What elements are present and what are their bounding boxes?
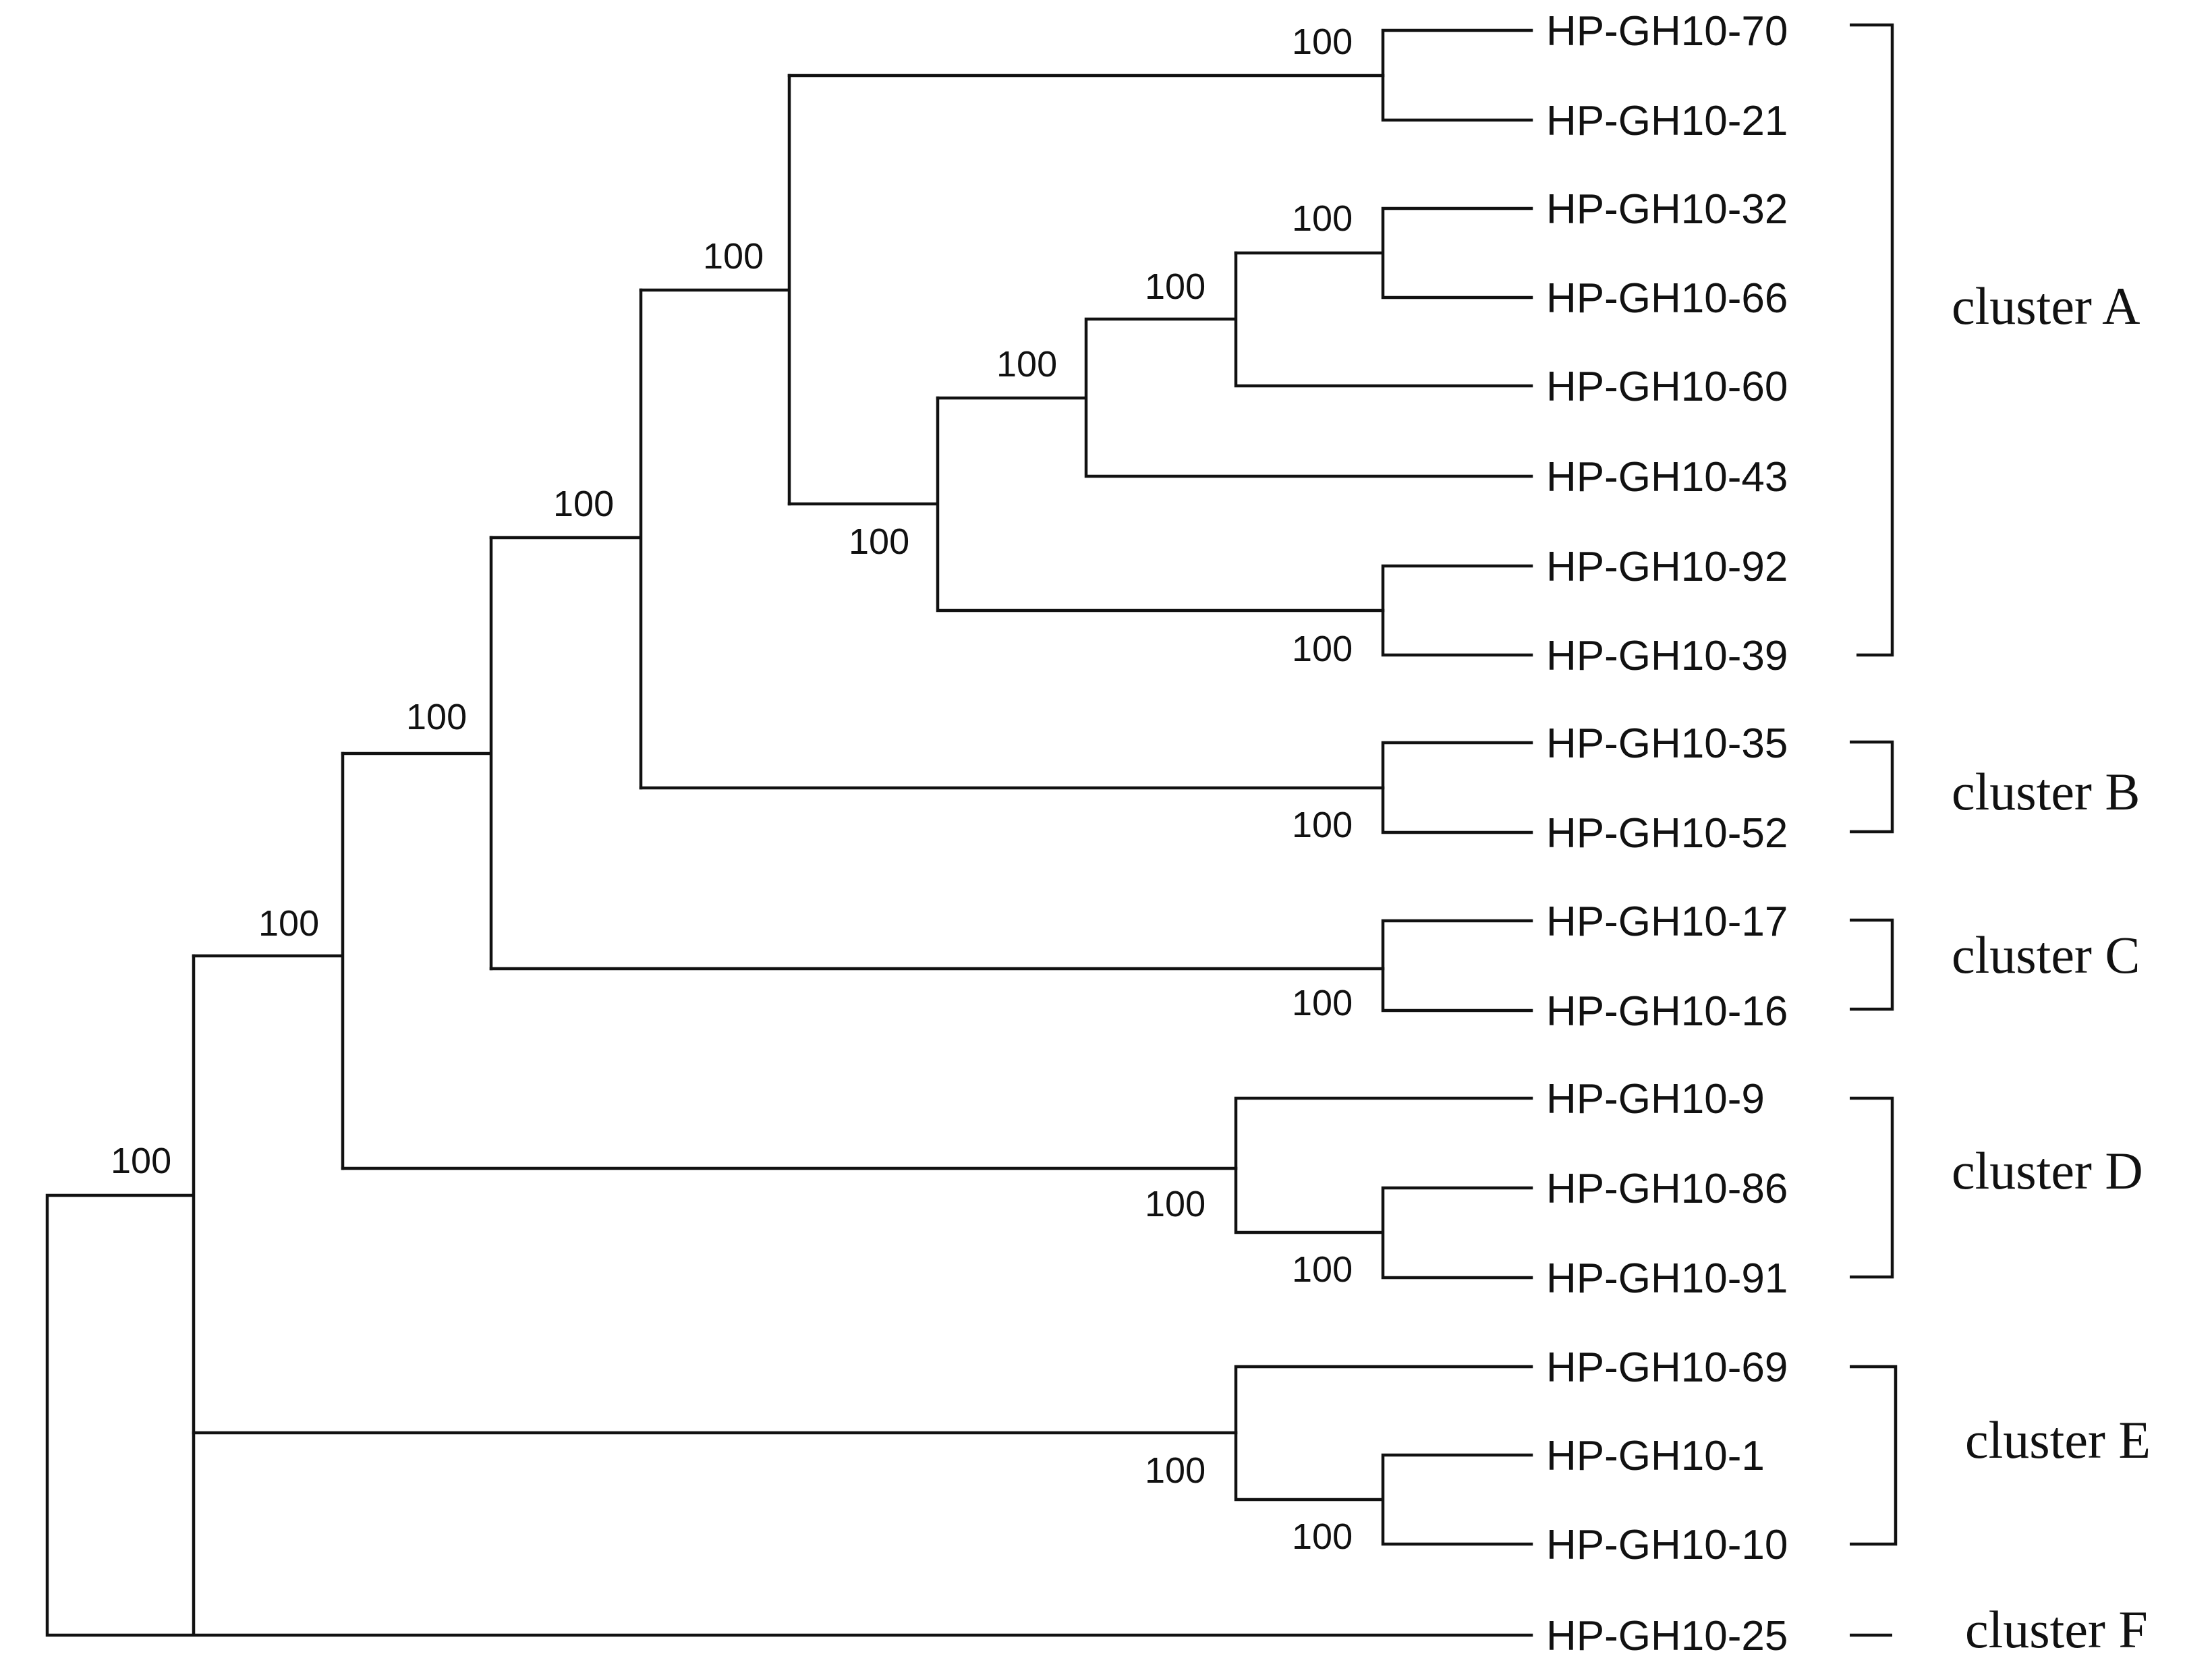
leaf-label: HP-GH10-10 <box>1546 1522 1788 1568</box>
bootstrap-value: 100 <box>1292 983 1353 1023</box>
branch-pair-92-39 <box>1381 564 1533 657</box>
cluster-label-d: cluster D <box>1952 1141 2143 1200</box>
branch-pair-32-66 <box>1234 206 1533 300</box>
bootstrap-value: 100 <box>1145 1184 1206 1224</box>
leaf-label: HP-GH10-17 <box>1546 899 1788 945</box>
leaf-label: HP-GH10-70 <box>1546 8 1788 55</box>
tree-branches <box>45 28 1533 1637</box>
bracket-cluster-a <box>1850 23 1894 657</box>
leaf-label: HP-GH10-25 <box>1546 1613 1788 1659</box>
bracket-cluster-e <box>1850 1365 1898 1546</box>
branch-node-1 <box>192 751 1238 1435</box>
branch-pair-17-16 <box>1381 919 1533 1013</box>
leaf-labels: HP-GH10-70 HP-GH10-21 HP-GH10-32 HP-GH10… <box>1546 8 1788 1659</box>
bootstrap-value: 100 <box>111 1141 171 1181</box>
branch-cluster-d <box>1234 1096 1533 1280</box>
bootstrap-value: 100 <box>1292 22 1353 62</box>
branch-pair-35-52 <box>1381 741 1533 834</box>
leaf-label: HP-GH10-69 <box>1546 1344 1788 1391</box>
leaf-label: HP-GH10-91 <box>1546 1255 1788 1302</box>
branch-node-4 <box>639 74 1385 790</box>
bracket-cluster-c <box>1850 918 1894 1011</box>
leaf-label: HP-GH10-1 <box>1546 1433 1765 1479</box>
bootstrap-value: 100 <box>258 903 319 944</box>
bootstrap-value: 100 <box>996 344 1057 385</box>
leaf-label: HP-GH10-32 <box>1546 186 1788 233</box>
bootstrap-value: 100 <box>553 484 614 524</box>
branch-node-3 <box>489 288 1385 971</box>
branch-node-2 <box>341 536 1238 1170</box>
leaf-label: HP-GH10-21 <box>1546 98 1788 144</box>
bootstrap-value: 100 <box>1292 198 1353 239</box>
branch-node-5 <box>787 74 1385 613</box>
bootstrap-value: 100 <box>1145 1450 1206 1491</box>
cluster-label-e: cluster E <box>1965 1411 2151 1469</box>
leaf-label: HP-GH10-60 <box>1546 364 1788 410</box>
bootstrap-value: 100 <box>406 697 467 737</box>
branch-root <box>45 954 1533 1637</box>
bootstrap-value: 100 <box>849 521 909 562</box>
leaf-label: HP-GH10-66 <box>1546 275 1788 322</box>
bootstrap-value: 100 <box>1292 629 1353 669</box>
leaf-label: HP-GH10-43 <box>1546 454 1788 501</box>
bracket-cluster-d <box>1850 1096 1894 1279</box>
bootstrap-value: 100 <box>1292 1249 1353 1290</box>
leaf-label: HP-GH10-52 <box>1546 810 1788 857</box>
leaf-label: HP-GH10-86 <box>1546 1166 1788 1212</box>
bootstrap-value: 100 <box>1292 805 1353 845</box>
cluster-label-a: cluster A <box>1952 277 2140 335</box>
cluster-label-c: cluster C <box>1952 926 2140 984</box>
leaf-label: HP-GH10-39 <box>1546 633 1788 679</box>
bootstrap-value: 100 <box>703 236 764 277</box>
cluster-label-b: cluster B <box>1952 762 2140 821</box>
leaf-label: HP-GH10-35 <box>1546 720 1788 767</box>
leaf-label: HP-GH10-9 <box>1546 1076 1765 1122</box>
branch-pair-70-21 <box>1381 28 1533 122</box>
bootstrap-value: 100 <box>1292 1516 1353 1557</box>
branch-cluster-e <box>1234 1365 1533 1546</box>
bootstrap-value: 100 <box>1145 266 1206 307</box>
cluster-labels: cluster A cluster B cluster C cluster D … <box>1952 277 2151 1659</box>
bracket-cluster-b <box>1850 740 1894 834</box>
branch-node-6 <box>936 251 1533 478</box>
leaf-label: HP-GH10-92 <box>1546 544 1788 590</box>
cluster-brackets <box>1850 23 1898 1637</box>
bootstrap-labels: 100 100 100 100 100 100 100 100 100 100 … <box>111 22 1353 1557</box>
cluster-label-f: cluster F <box>1965 1600 2148 1659</box>
leaf-label: HP-GH10-16 <box>1546 988 1788 1035</box>
